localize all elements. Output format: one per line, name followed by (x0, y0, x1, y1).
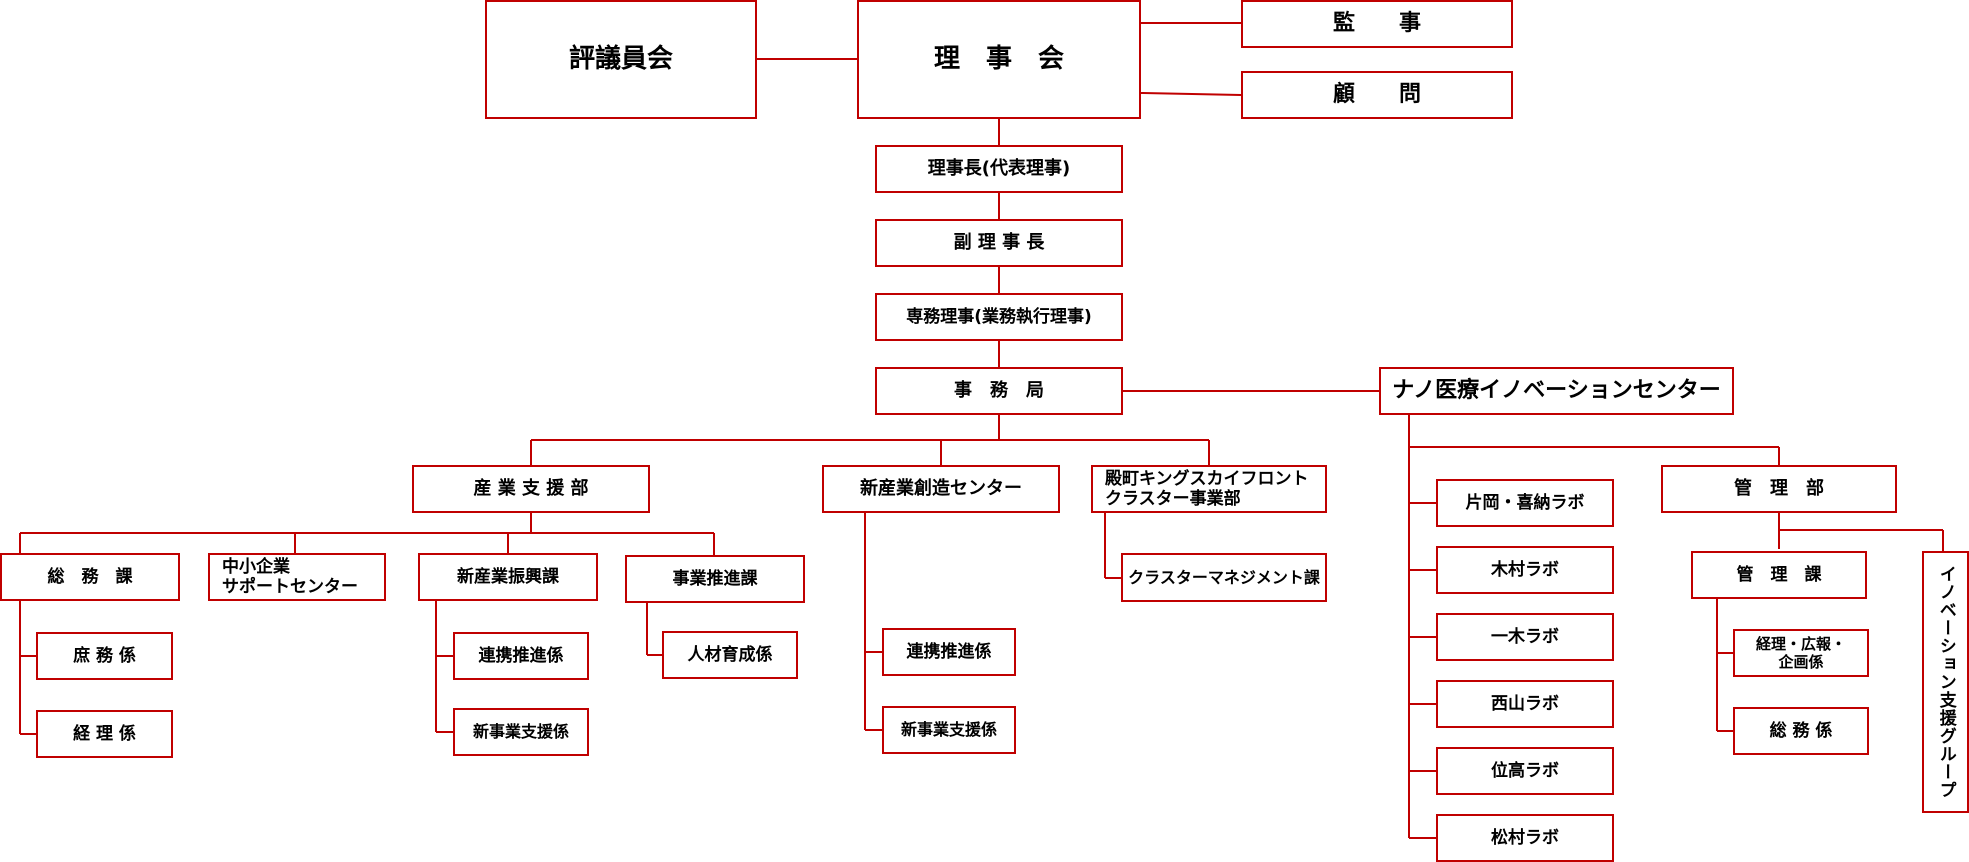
business-promotion-box: 事業推進課 (625, 555, 805, 603)
board-box: 理 事 会 (857, 0, 1141, 119)
sme-support-center-box: 中小企業 サポートセンター (208, 553, 386, 601)
lab-ichiki-box: 一木ラボ (1436, 613, 1614, 661)
cluster-division-box: 殿町キングスカイフロント クラスター事業部 (1091, 465, 1327, 513)
vice-chairman-box: 副 理 事 長 (875, 219, 1123, 267)
admin-section-box: 管 理 課 (1691, 551, 1867, 599)
center-new-business-unit-box: 新事業支援係 (882, 706, 1016, 754)
clerical-unit-box: 庶 務 係 (36, 632, 173, 680)
new-industry-promotion-box: 新産業振興課 (418, 553, 598, 601)
collab-promotion-unit-box: 連携推進係 (453, 632, 589, 680)
cluster-management-box: クラスターマネジメント課 (1121, 553, 1327, 602)
nano-center-box: ナノ医療イノベーションセンター (1379, 367, 1734, 415)
lab-matsumura-box: 松村ラボ (1436, 814, 1614, 862)
lab-itaka-box: 位高ラボ (1436, 747, 1614, 795)
connector-line (1140, 92, 1242, 96)
chairman-box: 理事長(代表理事) (875, 145, 1123, 193)
managing-director-box: 専務理事(業務執行理事) (875, 293, 1123, 341)
lab-kimura-box: 木村ラボ (1436, 546, 1614, 594)
lab-kataoka-box: 片岡・喜納ラボ (1436, 479, 1614, 527)
new-business-unit-box: 新事業支援係 (453, 708, 589, 756)
accounting-unit-box: 経 理 係 (36, 710, 173, 758)
auditor-box: 監 事 (1241, 0, 1513, 48)
admin-general-unit-box: 総 務 係 (1733, 707, 1869, 755)
new-industry-center-box: 新産業創造センター (822, 465, 1060, 513)
secretariat-box: 事 務 局 (875, 367, 1123, 415)
councillors-box: 評議員会 (485, 0, 757, 119)
admin-division-box: 管 理 部 (1661, 465, 1897, 513)
innovation-support-group-box: イノベーション支援グループ (1922, 551, 1969, 813)
lab-nishiyama-box: 西山ラボ (1436, 680, 1614, 728)
accounting-pr-unit-box: 経理・広報・ 企画係 (1733, 629, 1869, 677)
industry-support-dept-box: 産 業 支 援 部 (412, 465, 650, 513)
advisor-box: 顧 問 (1241, 71, 1513, 119)
general-affairs-section-box: 総 務 課 (0, 553, 180, 601)
hr-dev-unit-box: 人材育成係 (662, 631, 798, 679)
center-collab-unit-box: 連携推進係 (882, 628, 1016, 676)
